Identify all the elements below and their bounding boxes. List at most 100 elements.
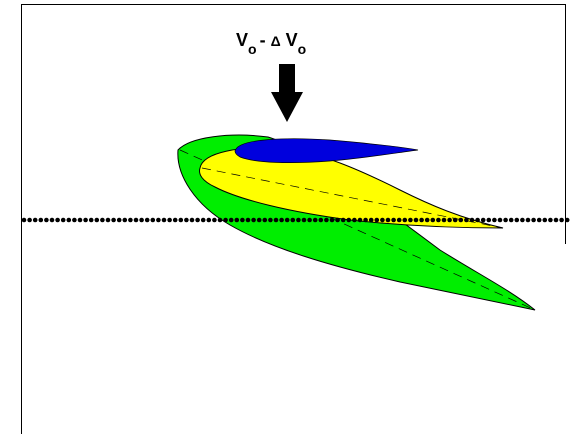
reference-dot — [144, 217, 150, 223]
reference-dot — [262, 217, 268, 223]
reference-dot — [486, 217, 492, 223]
reference-dot — [447, 217, 452, 223]
velocity-label: Vo- Δ Vo — [236, 30, 306, 57]
reference-dot — [385, 217, 391, 223]
reference-dot — [559, 217, 564, 223]
reference-dot — [49, 217, 55, 223]
reference-dot — [335, 217, 340, 223]
reference-dot — [60, 217, 66, 223]
reference-dot — [122, 217, 128, 223]
reference-dot — [441, 217, 447, 223]
reference-dot — [116, 217, 122, 223]
minus-sign: - — [260, 30, 271, 50]
reference-dot — [296, 217, 301, 223]
reference-dot — [178, 217, 184, 223]
reference-dot — [352, 217, 357, 223]
reference-dot — [284, 217, 290, 223]
velocity-symbol-2: V — [281, 30, 298, 50]
reference-dot — [312, 217, 318, 223]
reference-dot — [492, 217, 497, 223]
reference-dot — [189, 217, 195, 223]
reference-dot — [105, 217, 111, 223]
reference-dot — [525, 217, 531, 223]
airfoil-blue — [234, 138, 419, 163]
reference-dot — [508, 217, 514, 223]
reference-dot — [172, 217, 178, 223]
reference-dot — [184, 217, 189, 223]
reference-dot — [161, 217, 167, 223]
reference-dot — [245, 217, 251, 223]
reference-dot — [251, 217, 256, 223]
reference-dot — [430, 217, 436, 223]
reference-dot — [380, 217, 385, 223]
reference-dot — [94, 217, 100, 223]
reference-dot — [268, 217, 273, 223]
reference-dot — [83, 217, 88, 223]
reference-dot — [27, 217, 32, 223]
reference-dot — [212, 217, 217, 223]
reference-dot — [234, 217, 240, 223]
reference-dot — [357, 217, 363, 223]
reference-dot — [223, 217, 228, 223]
reference-dot — [228, 217, 234, 223]
reference-dot — [167, 217, 172, 223]
reference-dot — [402, 217, 408, 223]
velocity-subscript-2: o — [298, 41, 307, 57]
reference-dot — [307, 217, 312, 223]
reference-dot — [497, 217, 503, 223]
reference-dot — [329, 217, 335, 223]
reference-dot — [206, 217, 212, 223]
reference-dot — [200, 217, 206, 223]
reference-dot — [480, 217, 486, 223]
reference-dot — [548, 217, 553, 223]
down-arrow-icon — [271, 64, 303, 122]
reference-dot — [396, 217, 402, 223]
delta-symbol: Δ — [271, 33, 281, 49]
reference-dot — [464, 217, 469, 223]
reference-dot — [256, 217, 262, 223]
reference-dot — [553, 217, 559, 223]
reference-dot — [436, 217, 441, 223]
reference-dot — [156, 217, 161, 223]
reference-dot — [346, 217, 352, 223]
reference-dot — [32, 217, 38, 223]
reference-dot — [408, 217, 413, 223]
reference-dot — [100, 217, 105, 223]
reference-dot — [531, 217, 536, 223]
reference-dot — [374, 217, 380, 223]
reference-dot — [452, 217, 458, 223]
reference-dot — [139, 217, 144, 223]
reference-dot — [273, 217, 279, 223]
reference-dot — [475, 217, 480, 223]
reference-dot — [128, 217, 133, 223]
reference-dot — [520, 217, 525, 223]
reference-dot — [279, 217, 284, 223]
reference-dot — [66, 217, 72, 223]
reference-dot — [111, 217, 116, 223]
reference-dot — [72, 217, 77, 223]
reference-dot — [290, 217, 296, 223]
reference-dot — [240, 217, 245, 223]
reference-dot — [301, 217, 307, 223]
reference-dot — [368, 217, 374, 223]
reference-dot — [503, 217, 508, 223]
reference-dot — [564, 217, 570, 223]
reference-dot — [217, 217, 223, 223]
reference-dot — [536, 217, 542, 223]
reference-dot — [133, 217, 139, 223]
reference-dot — [340, 217, 346, 223]
reference-dot — [195, 217, 200, 223]
reference-dot — [469, 217, 475, 223]
reference-dot — [419, 217, 424, 223]
reference-dot — [77, 217, 83, 223]
reference-dot — [542, 217, 548, 223]
reference-dot — [363, 217, 368, 223]
reference-dot — [21, 217, 27, 223]
reference-dot — [318, 217, 324, 223]
reference-dot — [44, 217, 49, 223]
reference-dot — [514, 217, 520, 223]
reference-dot — [413, 217, 419, 223]
velocity-subscript: o — [248, 41, 257, 57]
chord-line-yellow — [201, 167, 504, 229]
